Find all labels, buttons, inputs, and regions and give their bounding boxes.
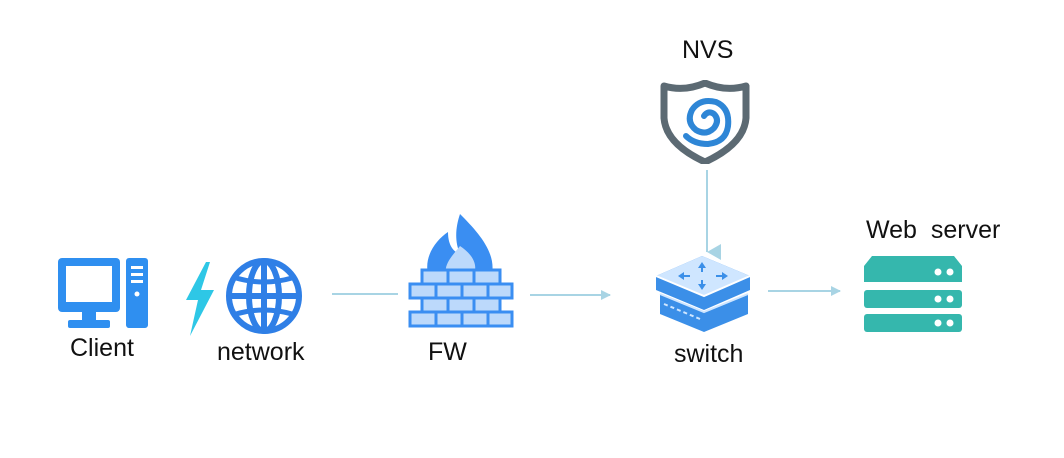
client-node bbox=[56, 256, 152, 332]
server-icon bbox=[864, 256, 962, 332]
lightning-icon bbox=[186, 262, 214, 336]
fw-label: FW bbox=[428, 338, 467, 366]
switch-node bbox=[650, 250, 756, 336]
fw-node bbox=[408, 212, 516, 334]
switch-label: switch bbox=[674, 340, 744, 368]
firewall-icon bbox=[408, 214, 514, 328]
webserver-label: Web server bbox=[866, 216, 1001, 244]
nvs-node bbox=[660, 80, 750, 164]
webserver-node bbox=[862, 254, 964, 334]
globe-icon bbox=[226, 258, 302, 334]
network-label: network bbox=[217, 338, 305, 366]
client-label: Client bbox=[70, 334, 134, 362]
spiral-icon bbox=[683, 98, 732, 148]
shield-icon bbox=[660, 80, 750, 164]
switch-icon bbox=[655, 256, 751, 332]
desktop-computer-icon bbox=[58, 258, 148, 328]
nvs-label: NVS bbox=[682, 36, 734, 64]
